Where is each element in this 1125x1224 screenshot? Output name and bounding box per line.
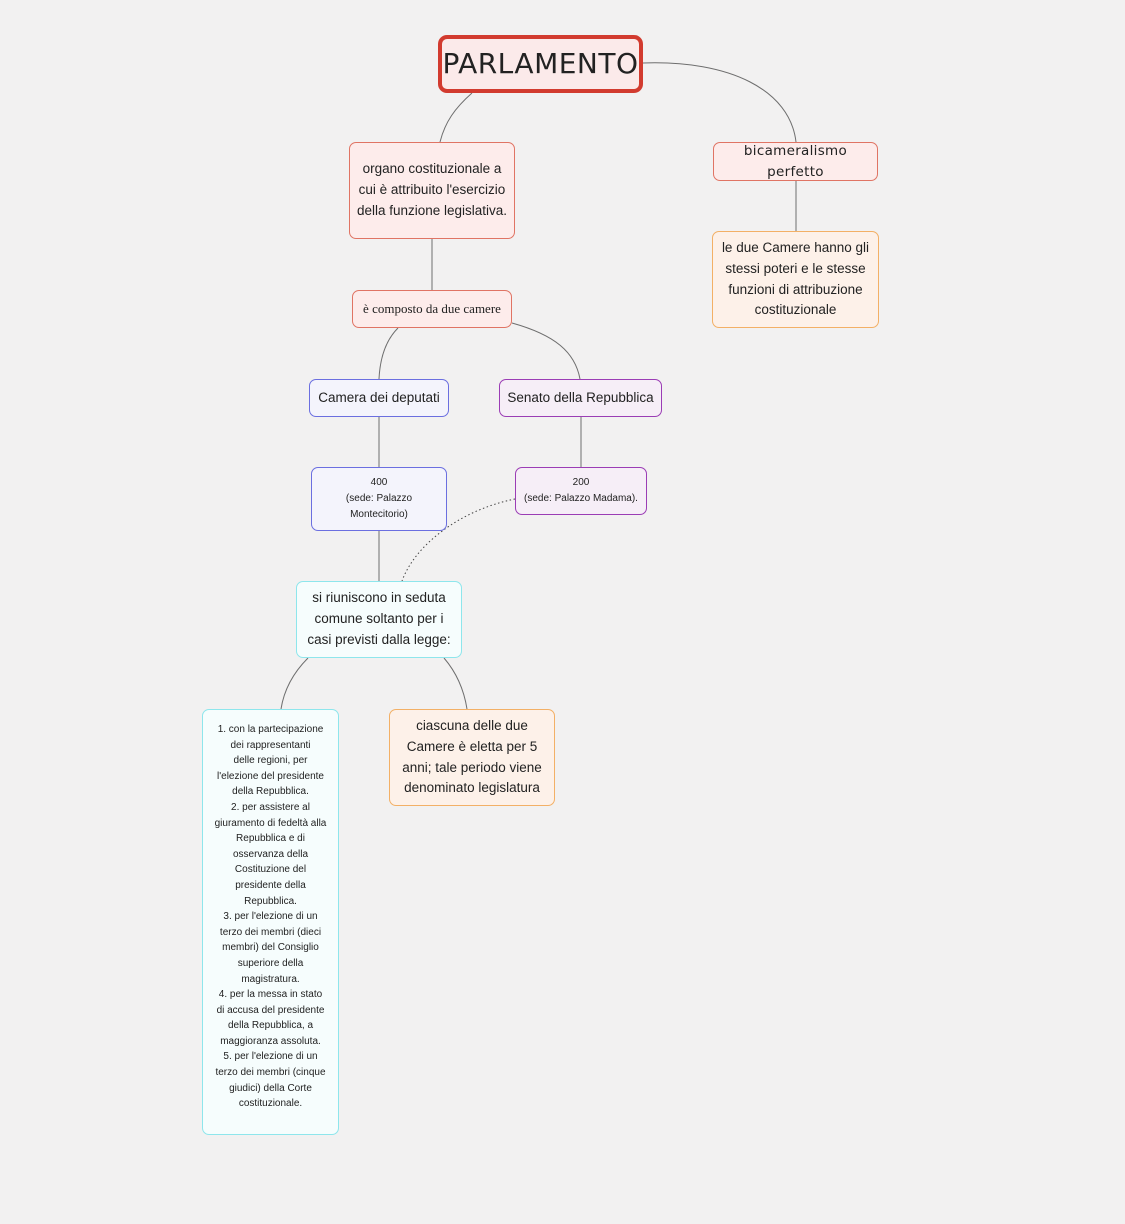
node-stessi-poteri[interactable]: le due Camere hanno gli stessi poteri e …: [712, 231, 879, 328]
node-senato-della-repubblica[interactable]: Senato della Repubblica: [499, 379, 662, 417]
connector-composto-senato: [511, 322, 581, 380]
node-200-senatori[interactable]: 200 (sede: Palazzo Madama).: [515, 467, 647, 515]
node-casi-previsti[interactable]: 1. con la partecipazione dei rappresenta…: [202, 709, 339, 1135]
node-organo-costituzionale[interactable]: organo costituzionale a cui è attribuito…: [349, 142, 515, 239]
node-parlamento[interactable]: PARLAMENTO: [438, 35, 643, 93]
node-bicameralismo-perfetto[interactable]: bicameralismo perfetto: [713, 142, 878, 181]
connector-seduta-lista: [280, 657, 309, 710]
node-400-deputati[interactable]: 400 (sede: Palazzo Montecitorio): [311, 467, 447, 531]
connector-root-bicameralismo: [642, 62, 797, 143]
node-camera-dei-deputati[interactable]: Camera dei deputati: [309, 379, 449, 417]
connector-root-organo: [439, 92, 473, 143]
connector-seduta-legislatura: [443, 657, 468, 710]
connector-composto-camera: [378, 327, 399, 380]
node-seduta-comune[interactable]: si riuniscono in seduta comune soltanto …: [296, 581, 462, 658]
node-composto-due-camere[interactable]: è composto da due camere: [352, 290, 512, 328]
node-legislatura[interactable]: ciascuna delle due Camere è eletta per 5…: [389, 709, 555, 806]
